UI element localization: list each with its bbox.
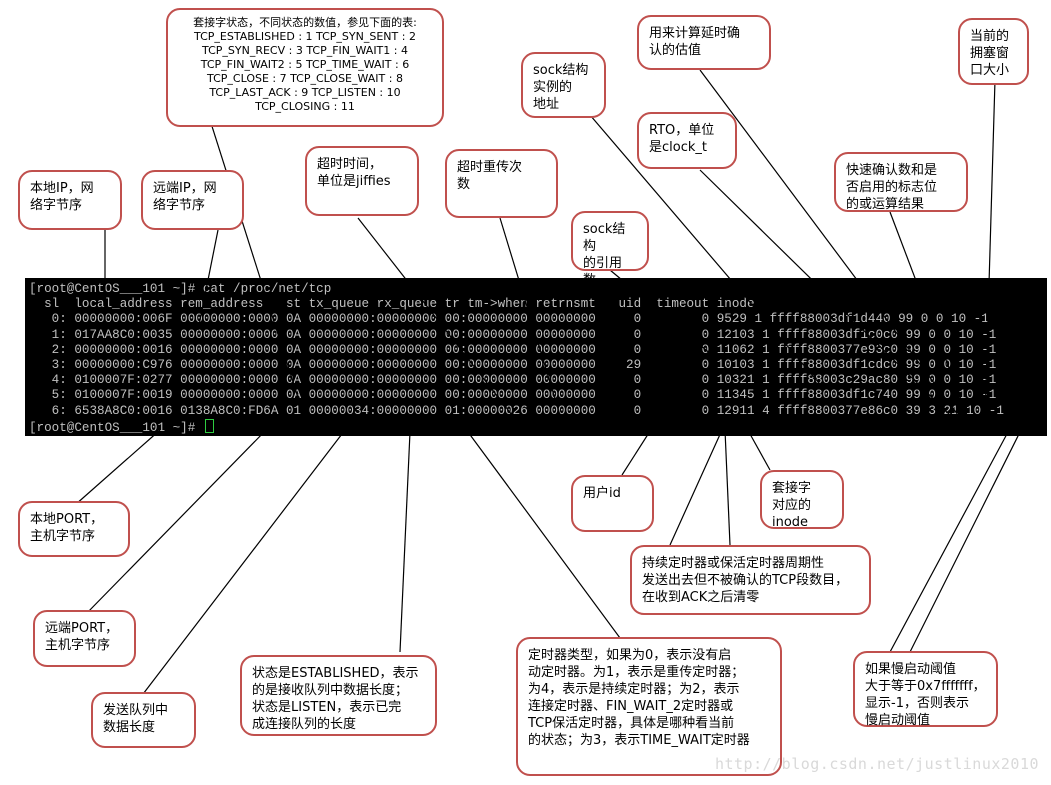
terminal-prompt-line: [root@CentOS___101 ~]# cat /proc/net/tcp bbox=[29, 282, 332, 296]
callout-retransmit-count: 超时重传次 数 bbox=[445, 149, 558, 218]
terminal-last-prompt: [root@CentOS___101 ~]# bbox=[29, 420, 203, 435]
terminal-row: 4: 0100007F:0277 00000000:0000 0A 000000… bbox=[29, 373, 997, 388]
callout-inode: 套接字 对应的 inode bbox=[760, 470, 844, 530]
callout-timer-type: 定时器类型，如果为0，表示没有启 动定时器。为1，表示是重传定时器； 为4，表示… bbox=[516, 637, 782, 776]
callout-congestion-window: 当前的 拥塞窗 口大小 bbox=[958, 18, 1029, 85]
callout-ssthresh: 如果慢启动阈值 大于等于0x7fffffff， 显示-1，否则表示 慢启动阈值 bbox=[853, 651, 998, 728]
leader-line bbox=[467, 431, 621, 639]
leader-line bbox=[74, 429, 161, 506]
leader-line bbox=[699, 69, 959, 416]
callout-remote-ip: 远端IP，网 络字节序 bbox=[141, 170, 244, 230]
terminal-cursor bbox=[204, 418, 214, 433]
leader-line bbox=[724, 429, 731, 546]
callout-uid: 用户id bbox=[571, 475, 654, 532]
callout-unacked-probes: 持续定时器或保活定时器周期性 发送出去但不被确认的TCP段数目， 在收到ACK之… bbox=[630, 545, 871, 615]
terminal-row: 1: 017AA8C0:0035 00000000:0000 0A 000000… bbox=[29, 327, 997, 342]
leader-line bbox=[909, 431, 1021, 653]
leader-line bbox=[209, 119, 303, 411]
terminal-row: 3: 00000000:C976 00000000:0000 0A 000000… bbox=[29, 358, 997, 373]
callout-ack-delay-estimate: 用来计算延时确 认的估值 bbox=[637, 15, 771, 70]
callout-sock-refcount: sock结构 的引用 数 bbox=[571, 211, 649, 288]
leader-line bbox=[699, 169, 956, 421]
callout-local-ip: 本地IP，网 络字节序 bbox=[18, 170, 122, 230]
leader-line bbox=[621, 427, 653, 476]
terminal-header-line: sl local_address rem_address st tx_queue… bbox=[29, 297, 755, 312]
leader-line bbox=[984, 79, 996, 421]
leader-line bbox=[744, 424, 771, 471]
callout-local-port: 本地PORT， 主机字节序 bbox=[18, 501, 130, 557]
terminal-row: 5: 0100007F:0019 00000000:0000 0A 000000… bbox=[29, 388, 997, 403]
leader-line bbox=[669, 429, 723, 546]
leader-line bbox=[357, 217, 513, 416]
leader-line bbox=[499, 217, 561, 416]
leader-line bbox=[589, 114, 826, 391]
terminal-output: [root@CentOS___101 ~]# cat /proc/net/tcp… bbox=[25, 278, 1047, 436]
leader-line bbox=[197, 229, 219, 331]
watermark: http://blog.csdn.net/justlinux2010 bbox=[714, 755, 1039, 773]
callout-socket-state-codes: 套接字状态，不同状态的数值，参见下面的表: TCP_ESTABLISHED : … bbox=[166, 8, 444, 127]
callout-rto: RTO，单位 是clock_t bbox=[637, 112, 737, 169]
leader-line bbox=[889, 211, 969, 419]
callout-sock-address: sock结构 实例的 地址 bbox=[521, 52, 606, 118]
leader-line bbox=[889, 431, 1009, 653]
callout-timeout-jiffies: 超时时间， 单位是jiffies bbox=[305, 146, 419, 216]
terminal-row: 0: 00000000:006F 00000000:0000 0A 000000… bbox=[29, 312, 989, 327]
callout-tx-queue: 发送队列中 数据长度 bbox=[91, 692, 196, 748]
terminal-window: [root@CentOS___101 ~]# cat /proc/net/tcp… bbox=[25, 278, 1047, 436]
leader-line bbox=[609, 269, 719, 361]
terminal-row: 2: 00000000:0016 00000000:0000 0A 000000… bbox=[29, 342, 997, 357]
callout-quick-ack: 快速确认数和是 否启用的标志位 的或运算结果 bbox=[834, 152, 968, 212]
callout-remote-port: 远端PORT， 主机字节序 bbox=[33, 610, 136, 667]
leader-line bbox=[84, 427, 269, 616]
leader-line bbox=[139, 429, 346, 699]
leader-line bbox=[399, 431, 411, 653]
terminal-row: 6: 6538A8C0:0016 0138A8C0:FD6A 01 000000… bbox=[29, 403, 1004, 418]
callout-rx-queue: 状态是ESTABLISHED，表示 的是接收队列中数据长度； 状态是LISTEN… bbox=[240, 655, 437, 736]
